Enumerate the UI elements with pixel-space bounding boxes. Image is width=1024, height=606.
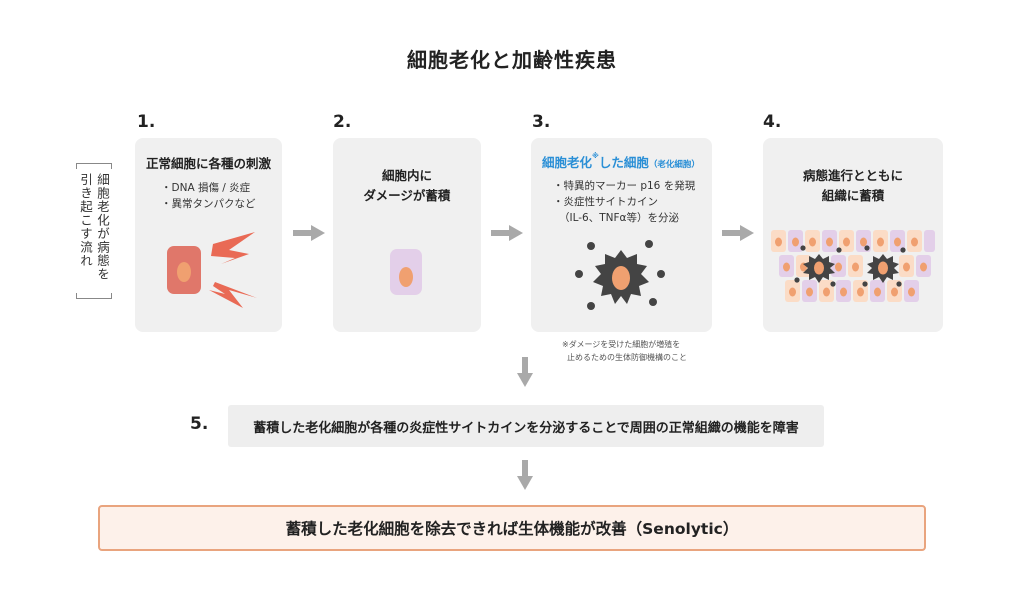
arrow-down-icon (517, 460, 533, 490)
step-4-card: 病態進行とともに 組織に蓄積 (763, 138, 943, 332)
cytokine-dots (575, 240, 665, 310)
tissue-illustration (771, 230, 935, 302)
step-4-title-line2: 組織に蓄積 (821, 188, 885, 203)
arrow-right-icon (491, 225, 523, 241)
step-5-number: 5. (190, 414, 209, 434)
step-1-title: 正常細胞に各種の刺激 (145, 156, 271, 171)
footnote-line1: ※ダメージを受けた細胞が増殖を (562, 340, 681, 349)
step-3-title-note: （老化細胞） (648, 160, 700, 170)
tissue-row-1 (771, 230, 935, 252)
step-2-number: 2. (333, 112, 352, 132)
cell-nucleus (177, 262, 191, 282)
damaged-cell-illustration (390, 249, 422, 295)
step-3-title-main: 細胞老化 (542, 155, 593, 170)
step-3-bullet-2: ・炎症性サイトカイン (553, 196, 658, 208)
step-1-card: 正常細胞に各種の刺激 ・DNA 損傷 / 炎症 ・異常タンパクなど (135, 138, 282, 332)
tissue-row-3 (785, 280, 919, 302)
arrow-right-icon (293, 225, 325, 241)
lightning-bolt-icon (211, 232, 255, 264)
damaged-cell-illustration (167, 232, 257, 308)
step-4-title-line1: 病態進行とともに (802, 168, 903, 183)
arrow-down-icon (517, 357, 533, 387)
step-1-bullet-1: ・DNA 損傷 / 炎症 (161, 182, 251, 194)
senescent-cell (867, 254, 899, 283)
step-3-bullet-1: ・特異的マーカー p16 を発現 (553, 180, 696, 192)
step-1-number: 1. (137, 112, 156, 132)
step-2-card: 細胞内に ダメージが蓄積 (333, 138, 481, 332)
step-3-title-tail: した細胞 (598, 155, 649, 170)
step-3-card: 細胞老化※した細胞（老化細胞） ・特異的マーカー p16 を発現 ・炎症性サイト… (531, 138, 712, 332)
bracket-bottom (76, 293, 112, 299)
step-5-box: 蓄積した老化細胞が各種の炎症性サイトカインを分泌することで周囲の正常組織の機能を… (228, 405, 824, 447)
bracket-top (76, 163, 112, 169)
conclusion-box: 蓄積した老化細胞を除去できれば生体機能が改善（Senolytic） (98, 505, 926, 551)
step-3-bullet-3: （IL-6、TNFα等）を分泌 (559, 212, 679, 224)
senescent-cell-illustration (575, 240, 665, 310)
step-4-number: 4. (763, 112, 782, 132)
cytokine-dots (794, 245, 906, 287)
footnote-line2: 止めるための生体防御機構のこと (567, 353, 687, 362)
arrow-right-icon (722, 225, 754, 241)
side-label-col1: 細胞老化が病態を (95, 173, 110, 281)
step-1-bullet-2: ・異常タンパクなど (161, 198, 256, 210)
lightning-bolt-icon (209, 282, 257, 308)
step-3-number: 3. (532, 112, 551, 132)
senescent-cell (803, 254, 835, 283)
side-label-col2: 引き起こす流れ (78, 173, 93, 268)
step-2-title-line1: 細胞内に (381, 168, 432, 183)
step-3-title-mark: ※ (592, 152, 599, 160)
step-3-title: 細胞老化※した細胞（老化細胞） (542, 152, 700, 171)
tissue-row-2 (779, 255, 931, 277)
diagram-title: 細胞老化と加齢性疾患 (407, 48, 617, 72)
cell-nucleus (612, 266, 630, 290)
step-2-title-line2: ダメージが蓄積 (363, 188, 451, 203)
side-flow-label: 細胞老化が病態を 引き起こす流れ (76, 163, 112, 299)
cell-nucleus (399, 267, 413, 287)
